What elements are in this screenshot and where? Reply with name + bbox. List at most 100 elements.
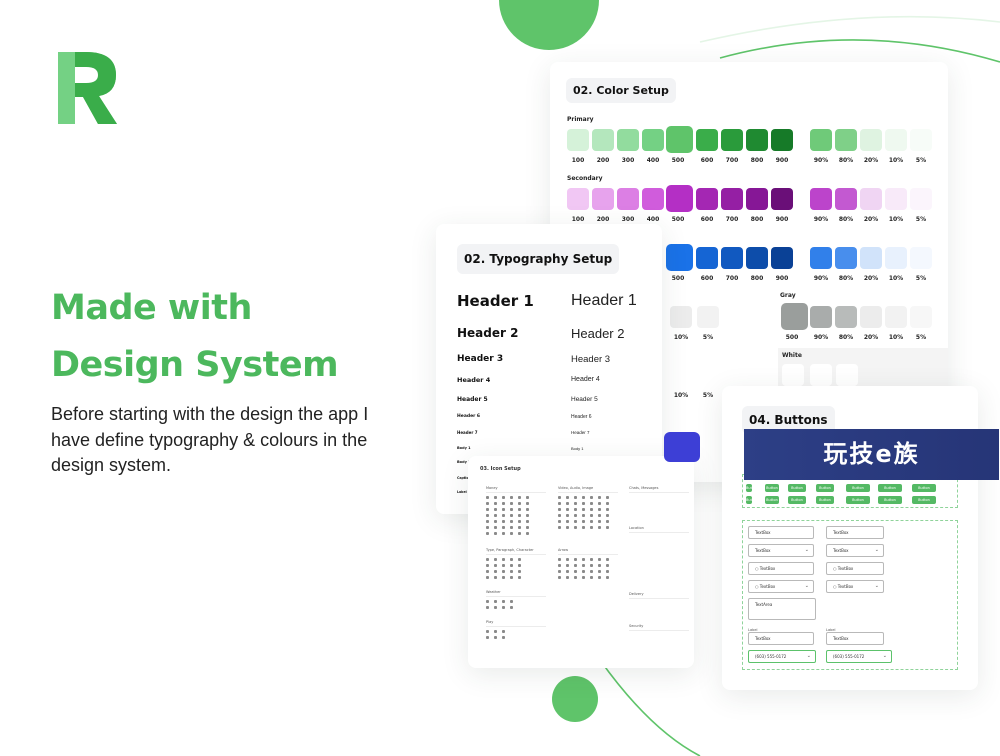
phone-field[interactable]: (603) 555-0172⌄ <box>748 650 816 663</box>
icon-section-title: Money <box>486 486 498 490</box>
icon-section-title: Arrow <box>558 548 569 552</box>
glyph-icon <box>582 520 585 523</box>
glyph-icon <box>558 570 561 573</box>
secondary-tick: 200 <box>596 216 610 223</box>
glyph-icon <box>510 502 513 505</box>
glyph-icon <box>558 514 561 517</box>
hero-headline-line2: Design System <box>51 345 339 385</box>
glyph-icon <box>558 576 561 579</box>
glyph-icon <box>518 496 521 499</box>
action-button: Button <box>878 484 902 492</box>
glyph-icon <box>606 502 609 505</box>
white-label: White <box>782 352 802 359</box>
gray-tick: 5% <box>915 334 927 341</box>
typography-sample-right: Header 2 <box>571 326 625 341</box>
glyph-icon <box>598 502 601 505</box>
textbox-field[interactable]: ○ TextBox <box>826 562 884 575</box>
glyph-icon <box>510 558 513 561</box>
secondary-tick: 800 <box>750 216 764 223</box>
gray-tick: 90% <box>813 334 829 341</box>
blue-swatch <box>666 244 693 271</box>
decorative-circle-top <box>499 0 599 50</box>
secondary-swatch-800 <box>746 188 768 210</box>
icon-section-divider <box>629 492 689 493</box>
icon-section-divider <box>486 554 546 555</box>
secondary-tick: 400 <box>646 216 660 223</box>
typography-sample-right: Body 1 <box>571 446 584 451</box>
secondary-tick: 100 <box>571 216 585 223</box>
textbox-field[interactable]: ○ TextBox⌄ <box>748 580 814 593</box>
glyph-icon <box>502 502 505 505</box>
glyph-icon <box>598 514 601 517</box>
icon-section-divider <box>558 492 618 493</box>
typography-sample-right: Header 5 <box>571 396 598 403</box>
icon-section-divider <box>629 630 689 631</box>
secondary-opacity-swatch <box>910 188 932 210</box>
typography-sample-right: Header 6 <box>571 414 592 420</box>
primary-opacity-swatch <box>885 129 907 151</box>
secondary-label: Secondary <box>567 175 603 182</box>
glyph-icon <box>574 514 577 517</box>
typography-sample-left: Header 7 <box>457 430 478 435</box>
typography-sample-right: Header 1 <box>571 292 637 309</box>
secondary-tick: 300 <box>621 216 635 223</box>
lower-tick: 5% <box>702 392 714 399</box>
textbox-field[interactable]: TextBox⌄ <box>826 544 884 557</box>
primary-tick: 300 <box>621 157 635 164</box>
blue-opacity-tick: 5% <box>915 275 927 282</box>
textbox-field[interactable]: TextBox <box>748 526 814 539</box>
glyph-icon <box>494 520 497 523</box>
textbox-field[interactable]: ○ TextBox⌄ <box>826 580 884 593</box>
blue-swatch <box>746 247 768 269</box>
icon-grid <box>486 600 513 609</box>
glyph-icon <box>518 564 521 567</box>
glyph-icon <box>582 496 585 499</box>
primary-opacity-swatch <box>860 129 882 151</box>
textbox-text: ○ TextBox <box>755 566 776 571</box>
gray-left-tick: 10% <box>673 334 689 341</box>
blue-opacity-swatch <box>885 247 907 269</box>
glyph-icon <box>510 514 513 517</box>
glyph-icon <box>518 532 521 535</box>
icon-section-title: Video, Audio, Image <box>558 486 594 490</box>
glyph-icon <box>566 496 569 499</box>
textbox-text: TextBox <box>755 548 771 553</box>
typography-sample-right: Header 4 <box>571 376 600 383</box>
primary-swatch-500 <box>666 126 693 153</box>
glyph-icon <box>502 606 505 609</box>
primary-opacity-swatch <box>835 129 857 151</box>
action-button: Button <box>912 484 936 492</box>
glyph-icon <box>558 502 561 505</box>
secondary-swatch-700 <box>721 188 743 210</box>
action-button: Button <box>788 496 806 504</box>
lower-tick: 10% <box>673 392 689 399</box>
glyph-icon <box>590 558 593 561</box>
glyph-icon <box>486 630 489 633</box>
glyph-icon <box>526 496 529 499</box>
blue-opacity-swatch <box>860 247 882 269</box>
textbox-field[interactable]: TextBox⌄ <box>748 544 814 557</box>
glyph-icon <box>510 606 513 609</box>
textbox-field[interactable]: TextBox <box>826 526 884 539</box>
glyph-icon <box>574 564 577 567</box>
textbox-field[interactable]: TextBox <box>748 632 814 645</box>
secondary-opacity-swatch <box>835 188 857 210</box>
blue-tick: 900 <box>775 275 789 282</box>
glyph-icon <box>502 520 505 523</box>
action-button: Button <box>816 484 834 492</box>
chevron-down-icon: ⌄ <box>874 583 879 589</box>
glyph-icon <box>502 564 505 567</box>
textbox-field[interactable]: ○ TextBox <box>748 562 814 575</box>
gray-swatch <box>781 303 808 330</box>
textarea-field[interactable]: TextArea <box>748 598 816 620</box>
glyph-icon <box>566 564 569 567</box>
textfields-box <box>742 520 958 670</box>
glyph-icon <box>494 526 497 529</box>
glyph-icon <box>590 570 593 573</box>
icon-section-title: Play <box>486 620 494 624</box>
gray-swatch <box>885 306 907 328</box>
primary-tick: 200 <box>596 157 610 164</box>
textbox-text: TextBox <box>833 530 849 535</box>
textbox-field[interactable]: TextBox <box>826 632 884 645</box>
phone-field[interactable]: (603) 555-0172⌄ <box>826 650 892 663</box>
